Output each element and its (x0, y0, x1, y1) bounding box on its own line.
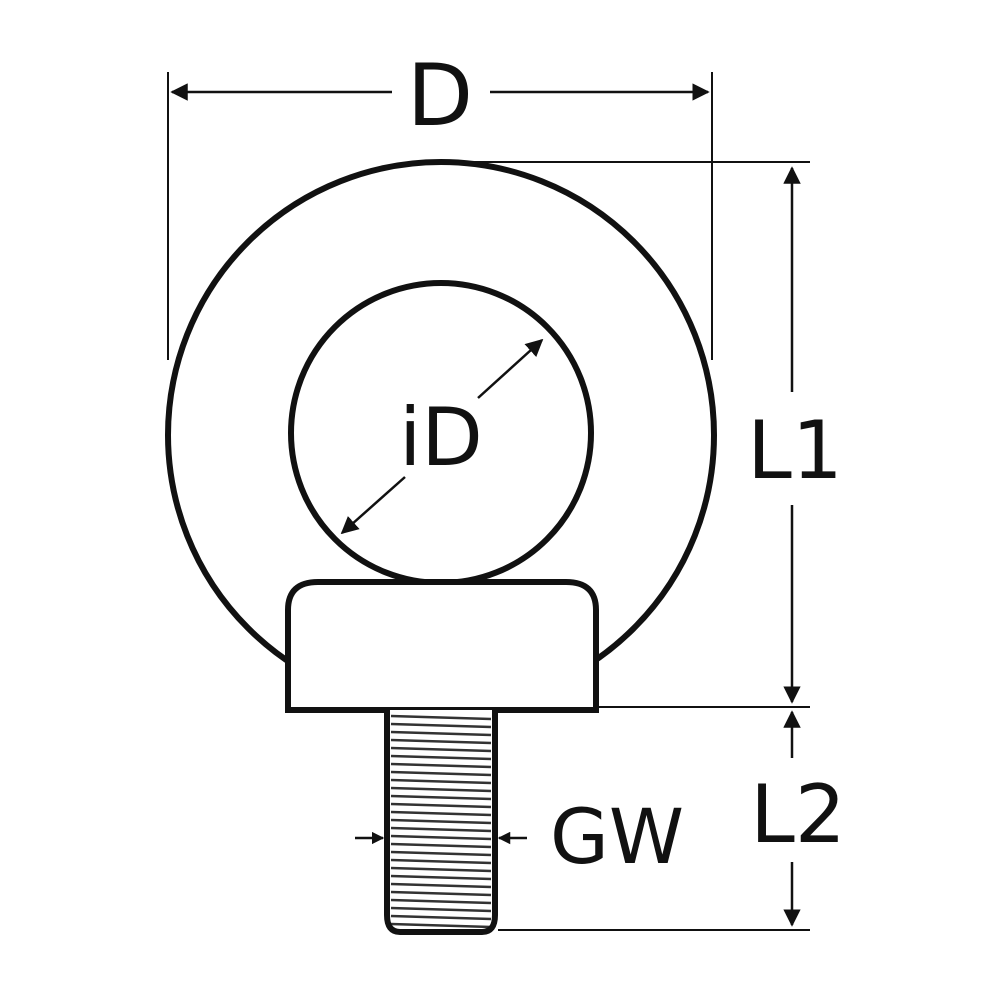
thread-line (390, 914, 492, 921)
thread-line (390, 842, 492, 849)
thread-line (390, 850, 492, 857)
thread-line (390, 858, 492, 865)
thread-line (390, 890, 492, 897)
label-l2: L2 (750, 768, 845, 861)
collar (285, 579, 599, 713)
thread-line (390, 738, 492, 745)
dimension-d: D (167, 46, 713, 360)
thread-line (390, 786, 492, 793)
label-id: iD (399, 391, 483, 484)
thread-line (390, 714, 492, 721)
thread-line (390, 730, 492, 737)
thread-line (390, 818, 492, 825)
dimension-l2: L2 (498, 710, 846, 931)
thread-line (390, 898, 492, 905)
thread-line (390, 866, 492, 873)
thread-line (390, 882, 492, 889)
thread-line (390, 834, 492, 841)
thread-line (390, 722, 492, 729)
thread-line (390, 802, 492, 809)
dimension-l1: L1 (448, 161, 843, 708)
dimension-id: iD (340, 338, 544, 535)
thread-line (390, 874, 492, 881)
thread-line (390, 770, 492, 777)
thread-line (390, 746, 492, 753)
label-l1: L1 (747, 404, 842, 497)
thread-line (390, 778, 492, 785)
label-d: D (407, 46, 473, 146)
thread-line (390, 810, 492, 817)
dimension-gw: GW (355, 792, 684, 881)
thread-line (390, 922, 492, 929)
thread-line (390, 762, 492, 769)
thread-line (390, 826, 492, 833)
threaded-shaft (384, 710, 498, 935)
thread-line (390, 794, 492, 801)
thread-line (390, 906, 492, 913)
thread-line (390, 754, 492, 761)
label-gw: GW (550, 792, 684, 881)
